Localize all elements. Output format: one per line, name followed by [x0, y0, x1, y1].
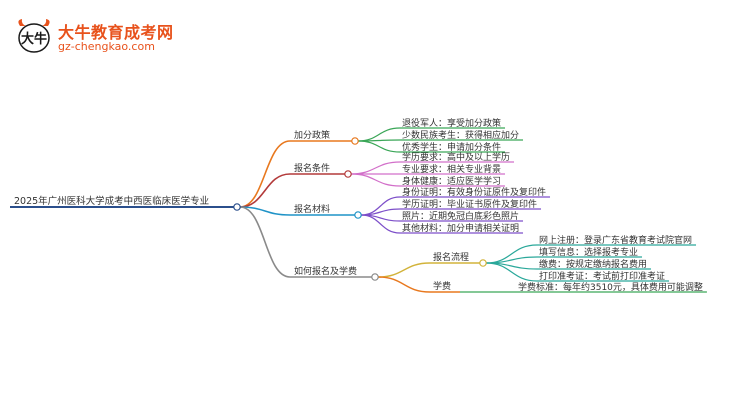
process-leaf-0: 网上注册：登录广东省教育考试院官网 — [539, 234, 692, 246]
bonus-leaf-0: 退役军人：享受加分政策 — [402, 117, 501, 129]
materials-node-label: 报名材料 — [294, 203, 330, 215]
conditions-leaf-1: 专业要求：相关专业背景 — [402, 163, 501, 175]
process-leaf-1: 填写信息：选择报考专业 — [539, 246, 638, 258]
bonus-leaf-link-0 — [357, 127, 401, 142]
bull-logo-icon: 大牛 — [18, 19, 50, 53]
materials-collapse-toggle[interactable] — [354, 211, 362, 219]
materials-link — [239, 206, 291, 216]
materials-leaf-1: 学历证明：毕业证书原件及复印件 — [402, 198, 537, 210]
conditions-leaf-link-2 — [350, 173, 401, 187]
process-leaf-3: 打印准考证：考试前打印准考证 — [539, 270, 665, 282]
bonus-leaf-2: 优秀学生：申请加分条件 — [402, 141, 501, 153]
brand-url[interactable]: gz-chengkao.com — [58, 40, 155, 53]
bonus-link — [239, 140, 291, 208]
process-leaf-link-3 — [485, 262, 538, 282]
fee-node-label: 学费 — [433, 280, 451, 292]
root-node-label: 2025年广州医科大学成考中西医临床医学专业 — [14, 195, 209, 207]
bonus-leaf-link-2 — [357, 140, 401, 153]
fee-leaf-0: 学费标准：每年约3510元，具体费用可能调整 — [518, 281, 703, 293]
logo-emblem-text: 大牛 — [21, 31, 47, 47]
process-collapse-toggle[interactable] — [479, 259, 487, 267]
conditions-link — [239, 173, 291, 208]
conditions-leaf-2: 身体健康：适应医学学习 — [402, 175, 501, 187]
site-logo[interactable]: 大牛 大牛教育成考网 gz-chengkao.com — [14, 14, 173, 60]
materials-leaf-link-3 — [360, 214, 401, 234]
conditions-leaf-0: 学历要求：高中及以上学历 — [402, 151, 510, 163]
process-link — [377, 262, 431, 278]
conditions-collapse-toggle[interactable] — [344, 170, 352, 178]
bonus-leaf-1: 少数民族考生：获得相应加分 — [402, 129, 519, 141]
root-collapse-toggle[interactable] — [233, 203, 241, 211]
conditions-node-label: 报名条件 — [294, 162, 330, 174]
process-leaf-2: 缴费：按规定缴纳报名费用 — [539, 258, 647, 270]
howto-link — [239, 206, 291, 278]
materials-leaf-3: 其他材料：加分申请相关证明 — [402, 222, 519, 234]
bonus-collapse-toggle[interactable] — [351, 137, 359, 145]
materials-leaf-2: 照片：近期免冠白底彩色照片 — [402, 210, 519, 222]
process-node-label: 报名流程 — [433, 251, 469, 263]
howto-collapse-toggle[interactable] — [371, 273, 379, 281]
howto-node-label: 如何报名及学费 — [294, 265, 357, 277]
materials-leaf-0: 身份证明：有效身份证原件及复印件 — [402, 186, 546, 198]
conditions-leaf-link-0 — [350, 161, 401, 175]
brand-name: 大牛教育成考网 — [58, 23, 174, 42]
bonus-node-label: 加分政策 — [294, 129, 330, 141]
fee-link — [377, 276, 431, 293]
